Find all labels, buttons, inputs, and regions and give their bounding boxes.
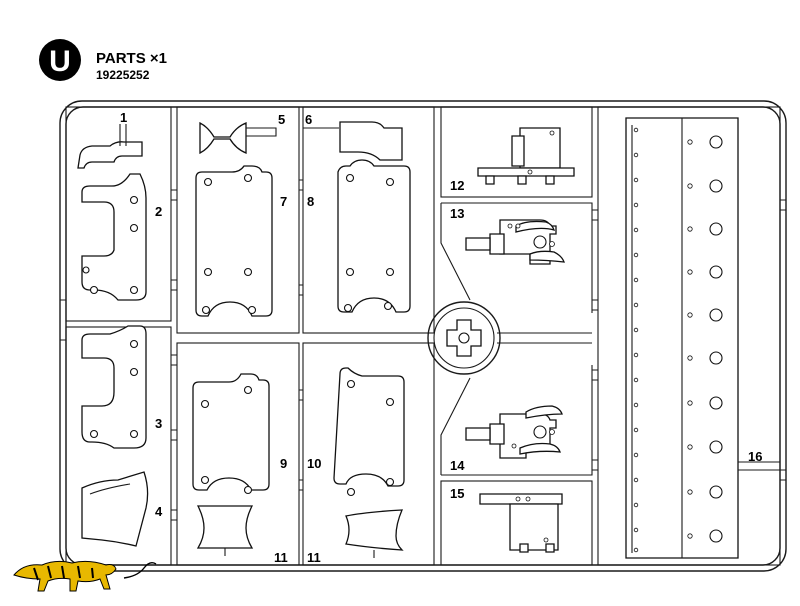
part-2: 2 (81, 173, 162, 301)
inner-runners (65, 106, 786, 566)
part-8: 8 (307, 159, 411, 313)
tiger-logo (13, 560, 157, 592)
part-12: 12 (450, 127, 575, 193)
part-label-9: 9 (280, 456, 287, 471)
part-label-7: 7 (280, 194, 287, 209)
part-14: 14 (450, 405, 563, 473)
part-label-13: 13 (450, 206, 464, 221)
part-11-left: 11 (196, 505, 288, 565)
part-label-14: 14 (450, 458, 465, 473)
part-11-right: 11 (307, 509, 404, 565)
sprue-letter: U (49, 45, 71, 78)
part-5: 5 (199, 112, 285, 155)
part-label-3: 3 (155, 416, 162, 431)
part-6: 6 (303, 112, 403, 161)
parts-title: PARTS ×1 (96, 50, 167, 67)
part-label-4: 4 (155, 504, 163, 519)
part-4: 4 (81, 471, 163, 547)
part-3: 3 (81, 325, 162, 449)
part-15: 15 (450, 486, 563, 553)
part-9: 9 (192, 373, 287, 495)
part-16: 16 (625, 117, 780, 559)
header: U PARTS ×1 19225252 (39, 39, 167, 82)
part-label-1: 1 (120, 110, 127, 125)
part-13: 13 (450, 206, 565, 265)
part-code: 19225252 (96, 68, 150, 82)
part-label-6: 6 (305, 112, 312, 127)
part-label-11-right: 11 (307, 550, 321, 565)
part-1: 1 (77, 110, 143, 169)
part-10: 10 (307, 367, 405, 497)
part-label-15: 15 (450, 486, 464, 501)
part-7: 7 (195, 165, 287, 317)
part-label-16: 16 (748, 449, 762, 464)
sprue-badge (39, 39, 81, 81)
part-label-8: 8 (307, 194, 314, 209)
part-label-11-left: 11 (274, 550, 288, 565)
part-label-10: 10 (307, 456, 321, 471)
plate-holes (633, 127, 723, 553)
part-label-5: 5 (278, 112, 285, 127)
part-label-12: 12 (450, 178, 464, 193)
part-label-2: 2 (155, 204, 162, 219)
